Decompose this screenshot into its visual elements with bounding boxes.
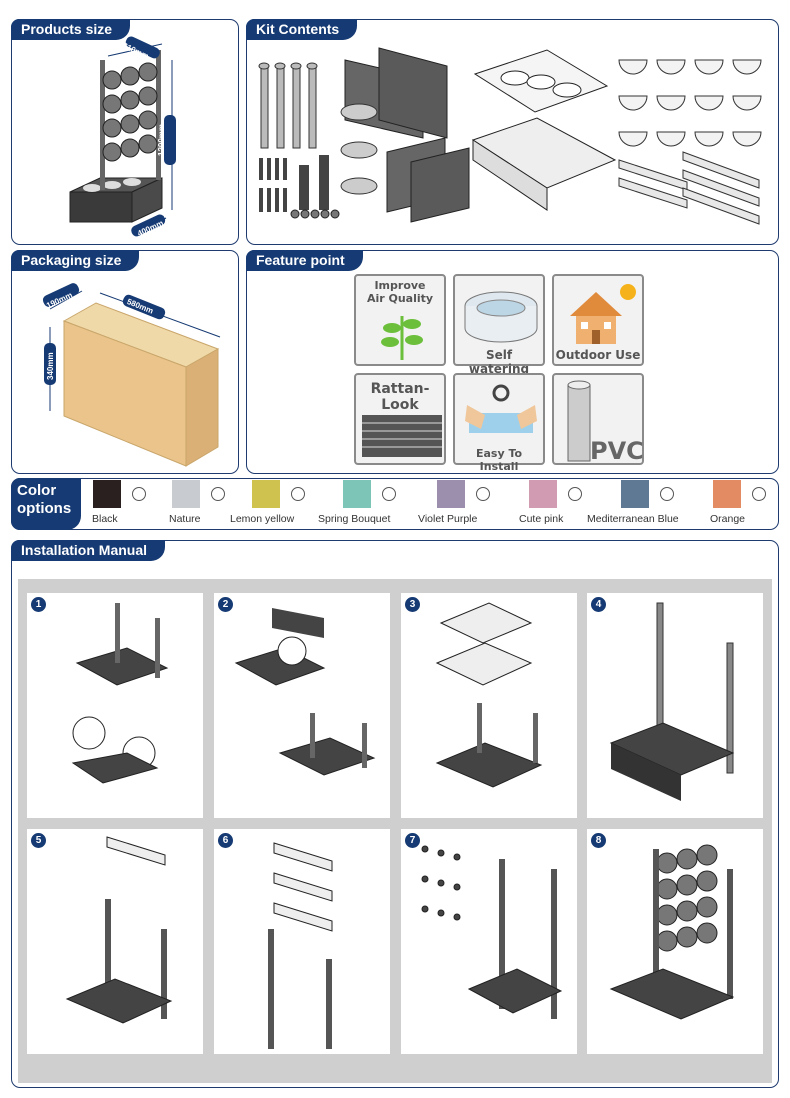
color-name-spring-bouquet: Spring Bouquet	[318, 513, 391, 525]
install-step-7: 7	[401, 829, 577, 1054]
color-name-mediterranean-blue: Mediterranean Blue	[587, 513, 679, 525]
feature-outdoor-use: Outdoor Use	[552, 274, 644, 366]
feature-self-watering: Self watering	[453, 274, 545, 376]
radio-spring-bouquet[interactable]	[382, 487, 396, 501]
color-name-orange: Orange	[710, 513, 746, 525]
color-name-black: Black	[92, 513, 118, 525]
feature-label-outdoor-use: Outdoor Use	[555, 348, 641, 362]
package-height-label: 340mm	[46, 352, 55, 380]
product-height-label: 1200mm	[157, 123, 166, 156]
products-size-title: Products size	[11, 19, 131, 40]
swatch-lemon-yellow	[252, 480, 280, 508]
rattan-weave-icon	[362, 415, 442, 457]
feature-label-pvc: PVC	[590, 437, 644, 465]
radio-black[interactable]	[132, 487, 146, 501]
color-options-title-line1: Color	[17, 482, 57, 499]
color-name-nature: Nature	[169, 513, 201, 525]
color-options-panel	[11, 478, 779, 530]
radio-cute-pink[interactable]	[568, 487, 582, 501]
install-step-6: 6	[214, 829, 390, 1054]
step-2-drawing	[234, 608, 376, 776]
install-step-4: 4	[587, 593, 763, 818]
step-5-drawing	[65, 836, 173, 1024]
feature-label-rattan-look: Rattan-Look	[370, 381, 430, 413]
step-6-drawing	[268, 842, 333, 1049]
packaging-size-title: Packaging size	[11, 250, 140, 271]
step-number-5: 5	[31, 833, 46, 848]
radio-lemon-yellow[interactable]	[291, 487, 305, 501]
color-options-title-line2: options	[17, 500, 72, 517]
pvc-pipe-icon	[567, 380, 591, 462]
feature-label-air-2: Air Quality	[366, 292, 434, 305]
feature-rattan-look: Rattan-Look	[354, 373, 446, 465]
install-step-2: 2	[214, 593, 390, 818]
step-8-drawing	[609, 844, 735, 1020]
feature-label-easy-to-install: Easy To Install	[475, 447, 523, 473]
step-number-4: 4	[591, 597, 606, 612]
feature-point-panel: Feature point Improve Air Quality Self w…	[246, 250, 779, 474]
packaging-size-panel: Packaging size 190mm 580mm 340mm	[11, 250, 239, 474]
feature-pvc: PVC	[552, 373, 644, 465]
step-1-drawing	[71, 603, 169, 784]
hands-gear-icon	[465, 384, 537, 433]
kit-contents-drawing	[258, 47, 762, 225]
water-tray-icon	[464, 291, 538, 343]
feature-easy-to-install: Easy To Install	[453, 373, 545, 473]
swatch-nature	[172, 480, 200, 508]
kit-contents-panel: Kit Contents	[246, 19, 779, 245]
install-step-3: 3	[401, 593, 577, 818]
feature-label-air-1: Improve	[374, 279, 426, 292]
step-4-drawing	[609, 602, 735, 801]
radio-mediterranean-blue[interactable]	[660, 487, 674, 501]
radio-orange[interactable]	[752, 487, 766, 501]
color-options-title: Color options	[11, 478, 81, 530]
install-step-8: 8	[587, 829, 763, 1054]
step-number-6: 6	[218, 833, 233, 848]
color-name-lemon-yellow: Lemon yellow	[230, 513, 295, 525]
feature-label-self-watering: Self watering	[468, 348, 530, 376]
installation-manual-title: Installation Manual	[11, 540, 166, 561]
house-sun-icon	[570, 284, 636, 344]
swatch-orange	[713, 480, 741, 508]
color-name-cute-pink: Cute pink	[519, 513, 564, 525]
color-name-violet-purple: Violet Purple	[418, 513, 478, 525]
install-step-5: 5	[27, 829, 203, 1054]
swatch-cute-pink	[529, 480, 557, 508]
step-number-3: 3	[405, 597, 420, 612]
plant-icon	[381, 316, 423, 360]
step-7-drawing	[421, 845, 563, 1019]
step-number-8: 8	[591, 833, 606, 848]
swatch-violet-purple	[437, 480, 465, 508]
step-number-1: 1	[31, 597, 46, 612]
feature-improve-air-quality: Improve Air Quality	[354, 274, 446, 366]
swatch-spring-bouquet	[343, 480, 371, 508]
radio-violet-purple[interactable]	[476, 487, 490, 501]
radio-nature[interactable]	[211, 487, 225, 501]
install-step-1: 1	[27, 593, 203, 818]
step-number-2: 2	[218, 597, 233, 612]
swatch-mediterranean-blue	[621, 480, 649, 508]
step-3-drawing	[435, 602, 543, 788]
kit-contents-title: Kit Contents	[246, 19, 358, 40]
products-size-panel: Products size 610mm 1200mm 400mm	[11, 19, 239, 245]
feature-point-title: Feature point	[246, 250, 363, 271]
swatch-black	[93, 480, 121, 508]
product-dimension-drawing	[69, 36, 176, 237]
step-number-7: 7	[405, 833, 420, 848]
package-box-drawing	[42, 283, 221, 467]
